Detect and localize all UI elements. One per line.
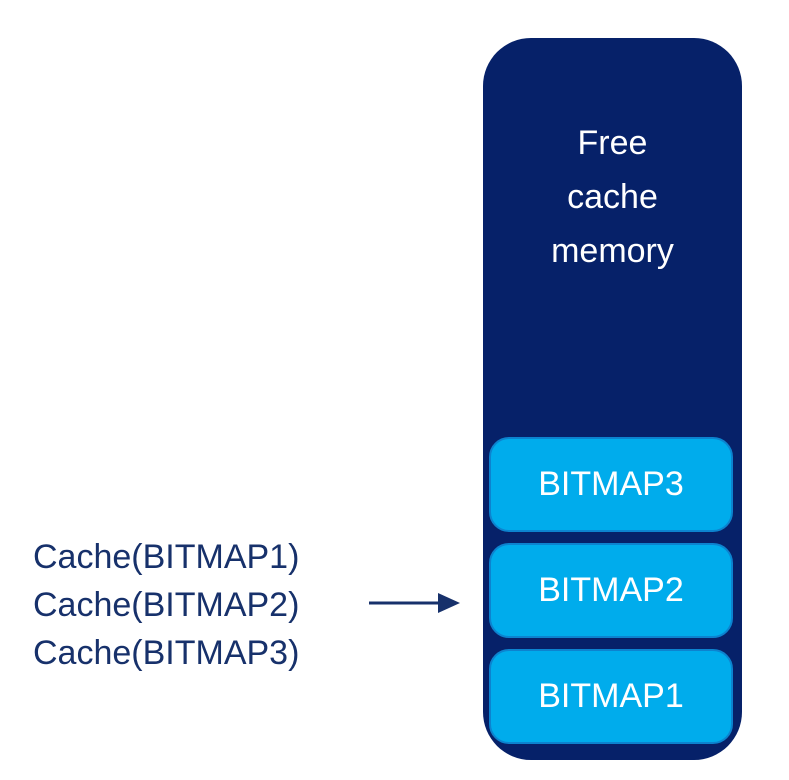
- bitmap-stack: BITMAP3 BITMAP2 BITMAP1: [489, 437, 733, 744]
- memory-title-line-1: Free: [577, 124, 648, 162]
- memory-title-line-2: cache: [567, 178, 658, 216]
- cache-calls-text: Cache(BITMAP1) Cache(BITMAP2) Cache(BITM…: [33, 533, 299, 677]
- cache-call-line-2: Cache(BITMAP2): [33, 586, 300, 624]
- cache-call-line-3: Cache(BITMAP3): [33, 634, 300, 672]
- memory-title-line-3: memory: [551, 232, 674, 270]
- bitmap3-block: BITMAP3: [489, 437, 733, 532]
- free-cache-memory-container: Free cache memory BITMAP3 BITMAP2 BITMAP…: [483, 38, 742, 760]
- bitmap1-block: BITMAP1: [489, 649, 733, 744]
- right-arrow-icon: [369, 593, 460, 613]
- cache-call-line-1: Cache(BITMAP1): [33, 538, 300, 576]
- bitmap2-block: BITMAP2: [489, 543, 733, 638]
- memory-title: Free cache memory: [483, 116, 742, 278]
